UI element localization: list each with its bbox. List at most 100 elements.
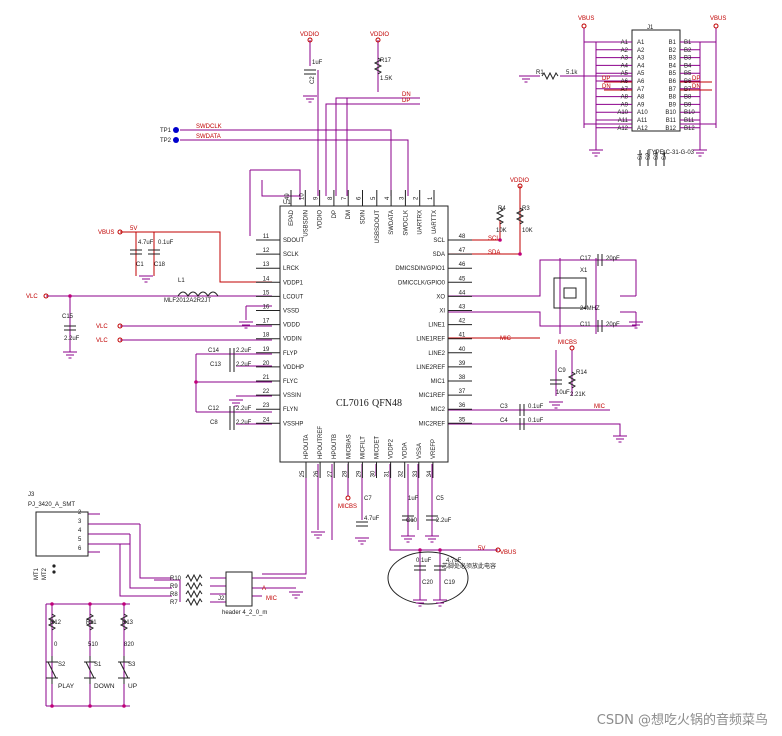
junction-dot [194, 380, 198, 384]
chip-pin-name: MIC2REF [419, 421, 446, 427]
watermark: CSDN @想吃火锅的音频菜鸟 [596, 713, 768, 728]
chip-pin-name: MIC2 [431, 407, 446, 413]
chip-pin-number: 47 [459, 248, 466, 254]
r13-ref: R13 [122, 620, 134, 626]
usb-a-pin-label: A8 [621, 95, 629, 101]
chip-pin-number: 48 [459, 234, 466, 240]
chip-pin-name: VSSD [283, 309, 300, 315]
chip-pin-name: LRCK [283, 266, 299, 272]
r1-ref: R1 [536, 70, 544, 76]
c1-ref: C1 [136, 262, 144, 268]
r11-resistor [85, 613, 95, 631]
ground-symbol [229, 399, 243, 407]
junction-dot [50, 602, 54, 606]
crystal-body [553, 277, 587, 309]
usb-a-pin-name: A6 [637, 79, 645, 85]
s3-ref: S3 [128, 662, 136, 668]
swdclk-net-label: SWDCLK [196, 124, 222, 130]
5v-net-label: 5V [478, 546, 485, 552]
r1-resistor [541, 71, 559, 81]
vlc-port [117, 323, 123, 329]
usb-b-pin-name: B12 [665, 126, 676, 132]
usb-b-pin-label: B1 [684, 40, 692, 46]
usb-b-pin-label: B6 [684, 79, 692, 85]
c15-value: 2.2uF [64, 336, 80, 342]
tp2-testpoint[interactable] [173, 137, 179, 143]
c15-ref: C15 [62, 314, 74, 320]
chip-pin-number: 9 [314, 196, 320, 200]
chip-pin-name: VDDA [403, 442, 409, 459]
r17-value: 1.5K [380, 76, 392, 82]
usb-b-pin-name: B2 [669, 48, 677, 54]
ground-symbol [139, 275, 153, 283]
chip-pin-number: 49 [285, 193, 291, 200]
c9-ref: C9 [558, 368, 566, 374]
chip-pin-name: VDDIO [318, 210, 324, 229]
usb-dp-label: DP [602, 76, 610, 82]
c9-value: 10uF [556, 390, 570, 396]
c18-value: 0.1uF [158, 240, 174, 246]
chip-pin-number: 6 [357, 196, 363, 200]
c10-ref: C10 [406, 518, 418, 524]
vbus-port [713, 23, 719, 29]
mount-hole [52, 570, 56, 574]
vlc-port [43, 293, 49, 299]
usb-b-pin-label: B12 [684, 126, 695, 132]
r4-value: 10K [496, 228, 507, 234]
vlc-net-label: VLC [96, 338, 108, 344]
usb-dn-label: DN [692, 84, 701, 90]
c8-value: 2.2uF [236, 420, 252, 426]
chip-pin-name: VDDP1 [283, 280, 304, 286]
series-resistor-ref: R9 [170, 584, 178, 590]
jack-pin-number: 3 [78, 519, 82, 525]
usb-b-pin-name: B4 [669, 63, 677, 69]
chip-pin-number: 20 [263, 361, 270, 367]
chip-pin-name: DM [346, 210, 352, 219]
usb-a-pin-label: A10 [617, 110, 628, 116]
ground-symbol [589, 149, 603, 157]
usb-b-pin-name: B9 [669, 102, 677, 108]
j3-value: PJ_3420_A_SMT [28, 502, 75, 508]
c17-ref: C17 [580, 256, 592, 262]
chip-pin-name: DMICCLK/GPIO0 [398, 280, 446, 286]
usb-b-pin-label: B5 [684, 71, 692, 77]
tp1-testpoint[interactable] [173, 127, 179, 133]
play-switch [46, 656, 58, 684]
up-label: UP [128, 683, 137, 690]
c20-ref: C20 [422, 580, 434, 586]
chip-pin-number: 25 [300, 470, 306, 477]
c2-value: 1uF [312, 60, 323, 66]
r1-value: 5.1k [566, 70, 578, 76]
vbus-port [581, 23, 587, 29]
usb-part-number: TYPE-C-31-G-03 [648, 150, 695, 156]
series-resistor-ref: R8 [170, 592, 178, 598]
sda-net-label: SDA [488, 250, 500, 256]
chip-pin-number: 46 [459, 262, 466, 268]
usb-b-pin-label: B11 [684, 118, 695, 124]
swdata-net-label: SWDATA [196, 134, 221, 140]
c19-ref: C19 [444, 580, 456, 586]
decoupling-note: 芯脚处必须放此电容 [442, 562, 496, 570]
vlc-net-label: VLC [96, 324, 108, 330]
chip-pin-name: VREFP [431, 439, 437, 459]
jack-pin-number: 2 [78, 510, 82, 516]
chip-pin-number: 26 [314, 470, 320, 477]
chip-pin-name: XI [439, 309, 445, 315]
usb-a-pin-name: A11 [637, 118, 648, 124]
usb-b-pin-label: B10 [684, 110, 695, 116]
ground-symbol [425, 535, 439, 543]
chip-pin-number: 17 [263, 319, 270, 325]
chip-pin-name: LINE2REF [416, 365, 445, 371]
usb-shield-pin: S1 [638, 152, 644, 160]
usb-b-pin-label: B3 [684, 56, 692, 62]
headphone-jack-body [35, 511, 89, 557]
chip-pin-number: 21 [263, 375, 270, 381]
chip-pin-number: 5 [371, 196, 377, 200]
series-resistor [185, 573, 203, 583]
micbs-net-label: MICBS [338, 504, 357, 510]
chip-name: CL7016 [336, 398, 369, 409]
chip-pin-name: SDA [433, 252, 445, 258]
chip-pin-name: XO [436, 294, 445, 300]
chip-pin-number: 24 [263, 417, 270, 423]
chip-pin-name: SWDATA [389, 210, 395, 235]
